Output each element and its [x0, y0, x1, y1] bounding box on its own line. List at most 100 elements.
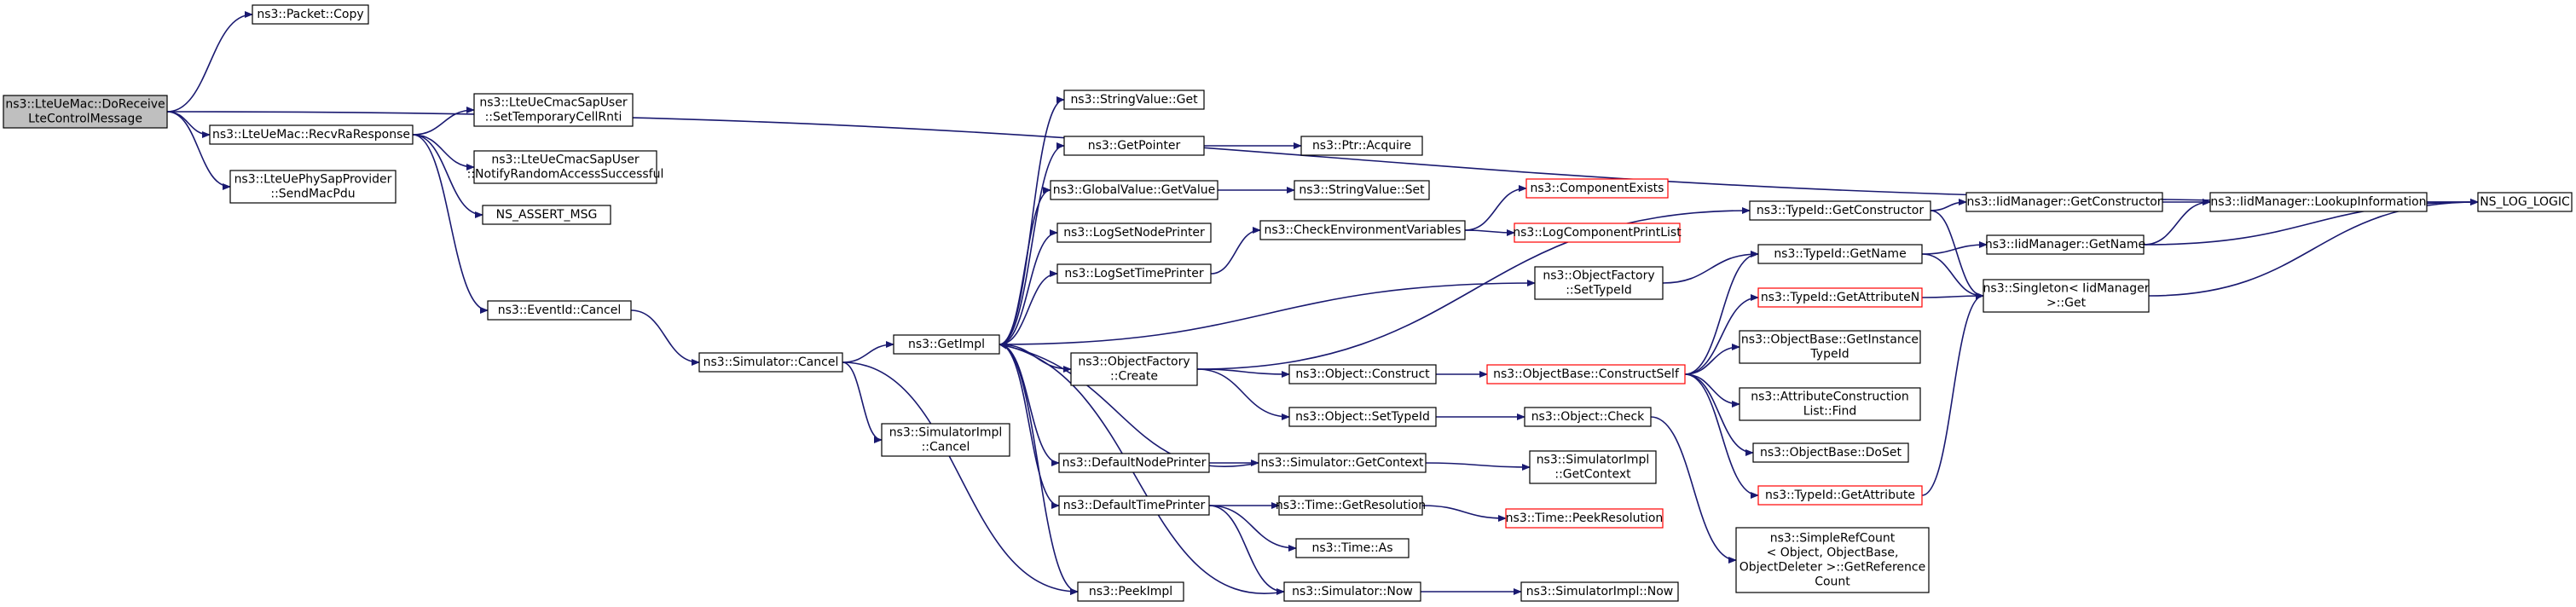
call-edge	[999, 342, 1285, 594]
node-label: TypeId	[1809, 348, 1849, 361]
node-label: ns3::ObjectFactory	[1543, 269, 1654, 283]
node-box	[3, 95, 168, 129]
node-iidmanager-getname[interactable]: ns3::IidManager::GetName	[1985, 234, 2145, 255]
node-label: LteControlMessage	[28, 113, 142, 126]
node-eventid-cancel[interactable]: ns3::EventId::Cancel	[487, 300, 632, 321]
node-root[interactable]: ns3::LteUeMac::DoReceiveLteControlMessag…	[3, 95, 168, 129]
node-cmac-notify-ra[interactable]: ns3::LteUeCmacSapUser::NotifyRandomAcces…	[467, 150, 664, 184]
node-objectbase-constructself[interactable]: ns3::ObjectBase::ConstructSelf	[1486, 364, 1686, 384]
node-box	[893, 334, 1000, 355]
node-phy-sap-send-mac-pdu[interactable]: ns3::LteUePhySapProvider::SendMacPdu	[229, 170, 397, 204]
node-label: ns3::Time::GetResolution	[1276, 499, 1426, 512]
node-box	[1300, 136, 1423, 156]
node-log-set-node-printer[interactable]: ns3::LogSetNodePrinter	[1056, 223, 1212, 243]
node-default-time-printer[interactable]: ns3::DefaultTimePrinter	[1058, 495, 1210, 516]
node-component-exists[interactable]: ns3::ComponentExists	[1525, 178, 1669, 199]
node-simulator-now[interactable]: ns3::Simulator::Now	[1283, 581, 1421, 602]
node-label: ns3::SimulatorImpl	[1537, 454, 1650, 467]
node-label: ns3::GetImpl	[908, 338, 985, 351]
node-label: ns3::LteUeCmacSapUser	[491, 153, 639, 167]
call-edge	[166, 11, 253, 113]
node-packet-copy[interactable]: ns3::Packet::Copy	[252, 4, 369, 25]
node-box	[1735, 527, 1930, 593]
node-typeid-getattributen[interactable]: ns3::TypeId::GetAttributeN	[1757, 287, 1923, 308]
node-get-pointer[interactable]: ns3::GetPointer	[1063, 136, 1205, 156]
node-label: ns3::IidManager::GetName	[1985, 238, 2145, 251]
node-label: < Object, ObjectBase,	[1767, 546, 1899, 560]
node-log-component-print-list[interactable]: ns3::LogComponentPrintList	[1513, 223, 1682, 243]
node-label: ns3::DefaultNodePrinter	[1062, 456, 1207, 470]
node-iidmanager-getconstructor[interactable]: ns3::IidManager::GetConstructor	[1965, 192, 2163, 212]
node-label: ns3::StringValue::Set	[1299, 183, 1425, 197]
node-objectfactory-settypeid[interactable]: ns3::ObjectFactory::SetTypeId	[1534, 266, 1664, 300]
node-singleton-get[interactable]: ns3::Singleton< IidManager >::Get	[1983, 279, 2150, 313]
node-box	[1757, 485, 1923, 506]
node-box	[881, 423, 1010, 457]
node-label: ::GetContext	[1554, 468, 1631, 482]
node-box	[1520, 581, 1679, 602]
call-edge	[842, 361, 1079, 595]
node-label: Count	[1815, 575, 1850, 589]
node-time-peekresolution[interactable]: ns3::Time::PeekResolution	[1505, 508, 1664, 529]
node-simulatorimpl-cancel[interactable]: ns3::SimulatorImpl::Cancel	[881, 423, 1010, 457]
node-label: ns3::ObjectBase::DoSet	[1760, 446, 1902, 460]
node-label: ns3::ObjectFactory	[1078, 356, 1190, 369]
node-label: NS_LOG_LOGIC	[2480, 195, 2570, 209]
node-objectbase-doset[interactable]: ns3::ObjectBase::DoSet	[1752, 442, 1909, 463]
node-label: ::SendMacPdu	[270, 188, 355, 201]
node-box	[473, 150, 657, 184]
node-globalvalue-getvalue[interactable]: ns3::GlobalValue::GetValue	[1050, 180, 1219, 200]
node-box	[229, 170, 397, 204]
node-simulator-getcontext[interactable]: ns3::Simulator::GetContext	[1258, 453, 1427, 473]
node-box	[1058, 453, 1210, 473]
node-label: ns3::IidManager::GetConstructor	[1966, 195, 2162, 209]
node-typeid-getconstructor[interactable]: ns3::TypeId::GetConstructor	[1749, 200, 1931, 221]
node-typeid-getname[interactable]: ns3::TypeId::GetName	[1757, 244, 1923, 264]
node-simplerefcount-getrefcount[interactable]: ns3::SimpleRefCount< Object, ObjectBase,…	[1735, 527, 1930, 593]
node-label: ns3::Time::PeekResolution	[1506, 512, 1664, 525]
node-object-settypeid[interactable]: ns3::Object::SetTypeId	[1288, 407, 1437, 427]
node-check-env-vars[interactable]: ns3::CheckEnvironmentVariables	[1259, 220, 1466, 240]
node-ptr-acquire[interactable]: ns3::Ptr::Acquire	[1300, 136, 1423, 156]
node-ns-assert-msg[interactable]: NS_ASSERT_MSG	[482, 205, 611, 225]
node-iidmanager-lookupinformation[interactable]: ns3::IidManager::LookupInformation	[2209, 192, 2428, 212]
node-time-as[interactable]: ns3::Time::As	[1295, 538, 1410, 558]
node-stringvalue-get[interactable]: ns3::StringValue::Get	[1063, 90, 1205, 110]
node-cmac-set-temp-rnti[interactable]: ns3::LteUeCmacSapUser::SetTemporaryCellR…	[473, 93, 634, 127]
node-stringvalue-set[interactable]: ns3::StringValue::Set	[1294, 180, 1430, 200]
call-edge	[1425, 462, 1531, 471]
node-log-set-time-printer[interactable]: ns3::LogSetTimePrinter	[1056, 263, 1212, 284]
node-objectfactory-create[interactable]: ns3::ObjectFactory::Create	[1070, 352, 1198, 386]
node-get-impl[interactable]: ns3::GetImpl	[893, 334, 1000, 355]
node-simulatorimpl-now[interactable]: ns3::SimulatorImpl::Now	[1520, 581, 1679, 602]
node-default-node-printer[interactable]: ns3::DefaultNodePrinter	[1058, 453, 1210, 473]
node-label: ns3::LogComponentPrintList	[1513, 226, 1682, 240]
node-label: ns3::LteUeMac::RecvRaResponse	[212, 128, 410, 142]
node-box	[1288, 364, 1437, 384]
node-label: ns3::TypeId::GetConstructor	[1757, 204, 1924, 217]
node-box	[209, 124, 414, 145]
call-edge	[166, 111, 211, 138]
node-box	[252, 4, 369, 25]
node-box	[1524, 407, 1652, 427]
node-typeid-getattribute[interactable]: ns3::TypeId::GetAttribute	[1757, 485, 1923, 506]
node-simulator-cancel[interactable]: ns3::Simulator::Cancel	[698, 352, 843, 373]
node-box	[1058, 495, 1210, 516]
node-label: ns3::SimulatorImpl	[889, 426, 1003, 440]
node-time-getresolution[interactable]: ns3::Time::GetResolution	[1276, 495, 1426, 516]
node-object-construct[interactable]: ns3::Object::Construct	[1288, 364, 1437, 384]
call-edge	[1208, 505, 1297, 552]
node-label: ns3::Singleton< IidManager	[1983, 282, 2150, 296]
node-label: ns3::EventId::Cancel	[498, 304, 622, 317]
node-simulatorimpl-getcontext[interactable]: ns3::SimulatorImpl::GetContext	[1529, 450, 1657, 484]
node-peek-impl[interactable]: ns3::PeekImpl	[1077, 581, 1184, 602]
node-label: ::NotifyRandomAccessSuccessful	[467, 168, 664, 182]
node-box	[1505, 508, 1664, 529]
node-label: ::Cancel	[922, 441, 970, 454]
node-object-check[interactable]: ns3::Object::Check	[1524, 407, 1652, 427]
node-label: ns3::GetPointer	[1088, 139, 1181, 153]
node-ns-log-logic[interactable]: NS_LOG_LOGIC	[2477, 192, 2573, 212]
node-recv-ra-response[interactable]: ns3::LteUeMac::RecvRaResponse	[209, 124, 414, 145]
